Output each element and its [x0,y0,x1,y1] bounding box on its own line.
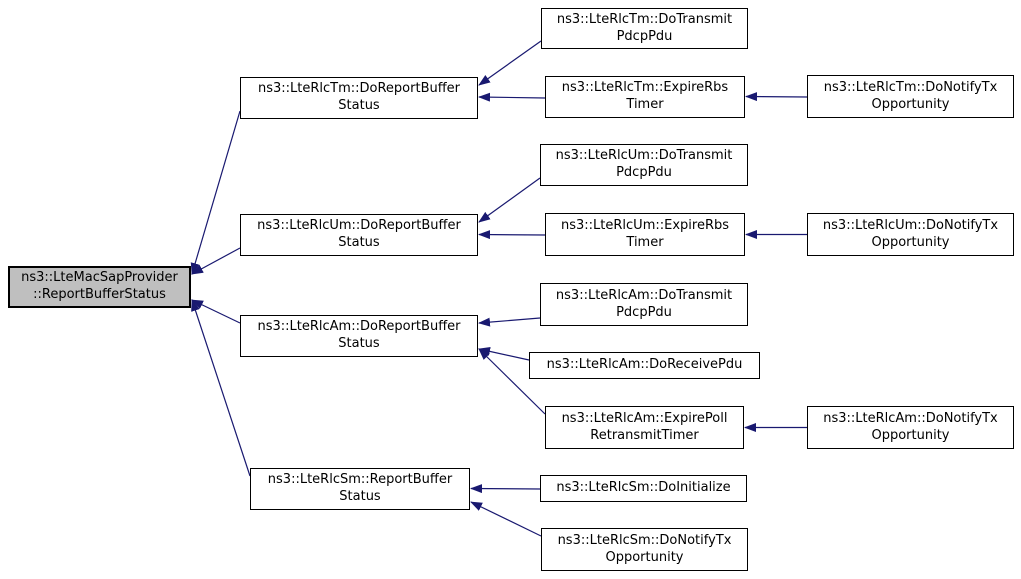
node-lte-rlc-um-do-report-buffer-status[interactable]: ns3::LteRlcUm::DoReportBuffer Status [240,214,478,256]
node-lte-rlc-um-do-transmit-pdcp-pdu[interactable]: ns3::LteRlcUm::DoTransmit PdcpPdu [540,144,748,186]
node-lte-rlc-tm-expire-rbs-timer[interactable]: ns3::LteRlcTm::ExpireRbs Timer [545,76,745,118]
node-lte-rlc-am-do-transmit-pdcp-pdu[interactable]: ns3::LteRlcAm::DoTransmit PdcpPdu [540,283,748,326]
node-lte-rlc-sm-do-notify-tx-opportunity[interactable]: ns3::LteRlcSm::DoNotifyTx Opportunity [541,528,748,571]
node-lte-rlc-am-expire-poll-retransmit-timer[interactable]: ns3::LteRlcAm::ExpirePoll RetransmitTime… [545,406,744,449]
node-lte-mac-sap-provider-report-buffer-status: ns3::LteMacSapProvider ::ReportBufferSta… [8,266,191,308]
node-lte-rlc-um-expire-rbs-timer[interactable]: ns3::LteRlcUm::ExpireRbs Timer [545,213,745,256]
node-lte-rlc-sm-report-buffer-status[interactable]: ns3::LteRlcSm::ReportBuffer Status [250,468,470,510]
node-lte-rlc-tm-do-report-buffer-status[interactable]: ns3::LteRlcTm::DoReportBuffer Status [240,77,478,119]
node-lte-rlc-tm-do-transmit-pdcp-pdu[interactable]: ns3::LteRlcTm::DoTransmit PdcpPdu [541,8,748,49]
node-lte-rlc-am-do-receive-pdu[interactable]: ns3::LteRlcAm::DoReceivePdu [529,352,760,379]
node-lte-rlc-tm-do-notify-tx-opportunity[interactable]: ns3::LteRlcTm::DoNotifyTx Opportunity [807,75,1014,118]
node-lte-rlc-um-do-notify-tx-opportunity[interactable]: ns3::LteRlcUm::DoNotifyTx Opportunity [807,213,1014,256]
node-lte-rlc-am-do-report-buffer-status[interactable]: ns3::LteRlcAm::DoReportBuffer Status [240,315,478,357]
node-lte-rlc-sm-do-initialize[interactable]: ns3::LteRlcSm::DoInitialize [540,475,747,502]
node-lte-rlc-am-do-notify-tx-opportunity[interactable]: ns3::LteRlcAm::DoNotifyTx Opportunity [807,406,1014,449]
